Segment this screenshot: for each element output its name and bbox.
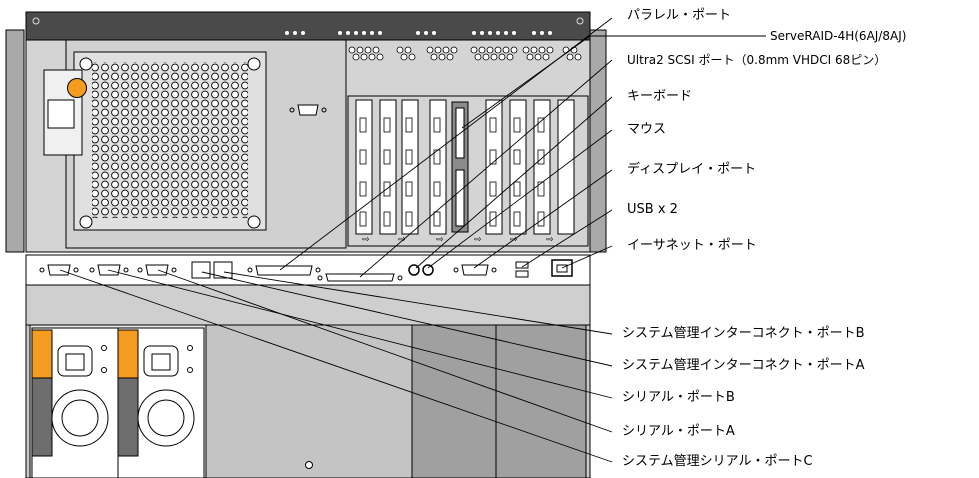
label-ethernet: イーサネット・ポート <box>627 238 757 253</box>
label-usb: USB x 2 <box>627 202 678 217</box>
label-sm-interconnect-a: システム管理インターコネクト・ポートA <box>622 358 865 373</box>
label-parallel-port: パラレル・ポート <box>627 8 732 23</box>
label-keyboard: キーボード <box>627 89 693 104</box>
upper-vents <box>348 46 582 61</box>
label-ultra2-scsi: Ultra2 SCSI ポート（0.8mm VHDCI 68ピン） <box>627 53 887 67</box>
top-bar <box>25 11 591 41</box>
svg-text:⇨: ⇨ <box>474 235 482 245</box>
pci-slot-covers <box>355 99 575 235</box>
callout-lines <box>59 17 766 463</box>
drive-bay-1 <box>411 324 497 478</box>
label-serial-b: シリアル・ポートB <box>622 390 735 405</box>
svg-text:⇨: ⇨ <box>398 235 406 245</box>
latch-knob <box>67 78 87 98</box>
label-display-port: ディスプレイ・ポート <box>627 162 757 177</box>
io-ports <box>39 259 573 282</box>
svg-text:⇨: ⇨ <box>546 235 554 245</box>
lower-shelf <box>25 284 591 326</box>
left-rail <box>5 29 25 253</box>
drive-bay-2 <box>495 324 587 478</box>
label-serial-a: シリアル・ポートA <box>622 424 735 439</box>
label-serveraid: ServeRAID-4H(6AJ/8AJ) <box>770 29 907 43</box>
label-sm-interconnect-b: システム管理インターコネクト・ポートB <box>622 326 865 341</box>
top-vent-dots <box>285 31 552 35</box>
label-sm-serial-c: システム管理シリアル・ポートC <box>622 454 813 469</box>
label-mouse: マウス <box>627 122 667 137</box>
svg-text:⇨: ⇨ <box>362 235 370 245</box>
svg-text:⇨: ⇨ <box>436 235 444 245</box>
